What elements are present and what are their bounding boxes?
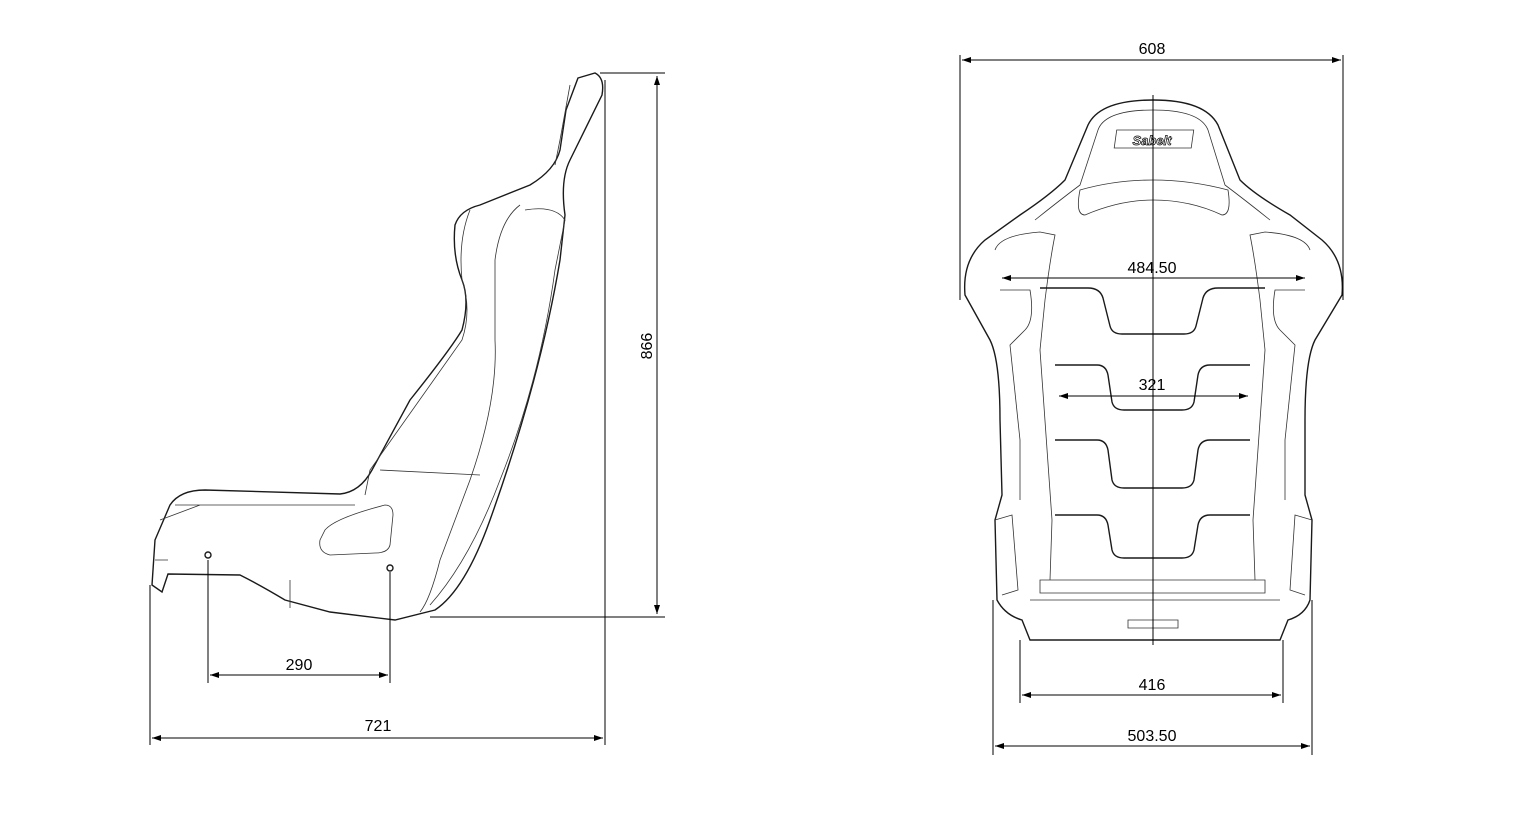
dim-label-bottom-width: 503.50 bbox=[1128, 728, 1177, 745]
sabelt-logo: Sabelt bbox=[1132, 133, 1172, 148]
dim-label-overall-width: 608 bbox=[1139, 41, 1166, 58]
dim-label-hip-width: 321 bbox=[1139, 377, 1166, 394]
dim-label-shoulder-width: 484.50 bbox=[1128, 260, 1177, 277]
dim-label-depth: 721 bbox=[365, 718, 392, 735]
front-view: Sabelt 608 484.50 321 416 503.50 bbox=[959, 41, 1344, 755]
mount-hole-rear bbox=[386, 564, 394, 572]
mount-hole-front bbox=[204, 551, 212, 559]
side-seat-outline bbox=[151, 72, 604, 621]
dim-label-base-width: 416 bbox=[1139, 677, 1166, 694]
front-seat-outline bbox=[963, 99, 1344, 641]
dim-label-height: 866 bbox=[639, 333, 656, 360]
side-cutout bbox=[319, 504, 394, 556]
dim-label-mount-spacing: 290 bbox=[286, 657, 313, 674]
side-view: 866 290 721 bbox=[149, 72, 665, 745]
